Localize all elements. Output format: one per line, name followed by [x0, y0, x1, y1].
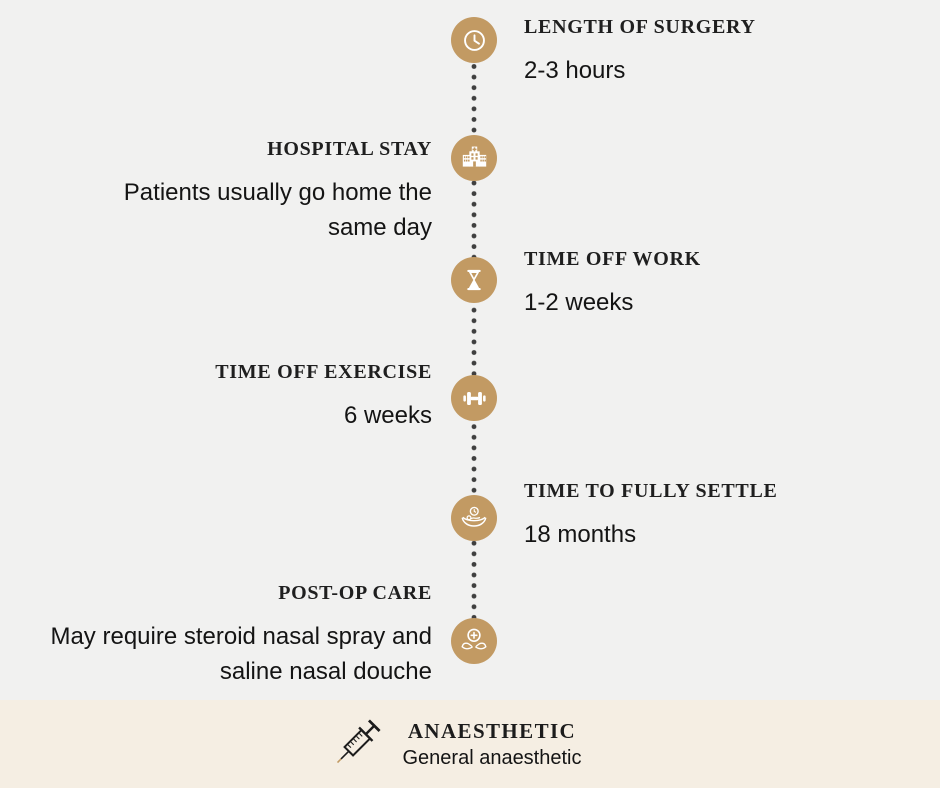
- entry-title: HOSPITAL STAY: [267, 138, 432, 160]
- entry-text: 1-2 weeks: [524, 289, 634, 316]
- entry-text: 18 months: [524, 521, 637, 548]
- entry-time-off-exercise: TIME OFF EXERCISE 6 weeks: [0, 359, 432, 433]
- hourglass-icon: [451, 257, 497, 303]
- entry-hospital-stay: HOSPITAL STAY Patients usually go home t…: [0, 136, 432, 245]
- entry-title: POST-OP CARE: [278, 582, 432, 604]
- entry-post-op-care: POST-OP CARE May require steroid nasal s…: [0, 580, 432, 689]
- entry-time-to-fully-settle: TIME TO FULLY SETTLE 18 months: [524, 478, 924, 552]
- rest-clock-icon: [451, 495, 497, 541]
- anaesthetic-text: ANAESTHETIC General anaesthetic: [402, 719, 581, 770]
- entry-title: TIME OFF EXERCISE: [215, 361, 432, 383]
- syringe-icon: [326, 710, 390, 779]
- hands-cross-icon: [451, 618, 497, 664]
- anaesthetic-title: ANAESTHETIC: [407, 718, 577, 743]
- entry-title: LENGTH OF SURGERY: [524, 16, 756, 38]
- entry-length-of-surgery: LENGTH OF SURGERY 2-3 hours: [524, 14, 924, 88]
- hospital-icon: [451, 135, 497, 181]
- anaesthetic-bar: ANAESTHETIC General anaesthetic: [0, 700, 940, 788]
- entry-text: 6 weeks: [343, 402, 432, 429]
- dumbbell-icon: [451, 375, 497, 421]
- timeline-dotted-line: [471, 40, 477, 644]
- entry-title: TIME TO FULLY SETTLE: [524, 480, 778, 502]
- entry-text: Patients usually go home the same day: [123, 179, 432, 241]
- clock-icon: [451, 17, 497, 63]
- entry-time-off-work: TIME OFF WORK 1-2 weeks: [524, 246, 924, 320]
- anaesthetic-group: ANAESTHETIC General anaesthetic: [326, 710, 582, 779]
- anaesthetic-subtitle: General anaesthetic: [402, 746, 582, 769]
- entry-text: May require steroid nasal spray and sali…: [50, 623, 432, 685]
- entry-text: 2-3 hours: [524, 57, 626, 84]
- entry-title: TIME OFF WORK: [524, 248, 701, 270]
